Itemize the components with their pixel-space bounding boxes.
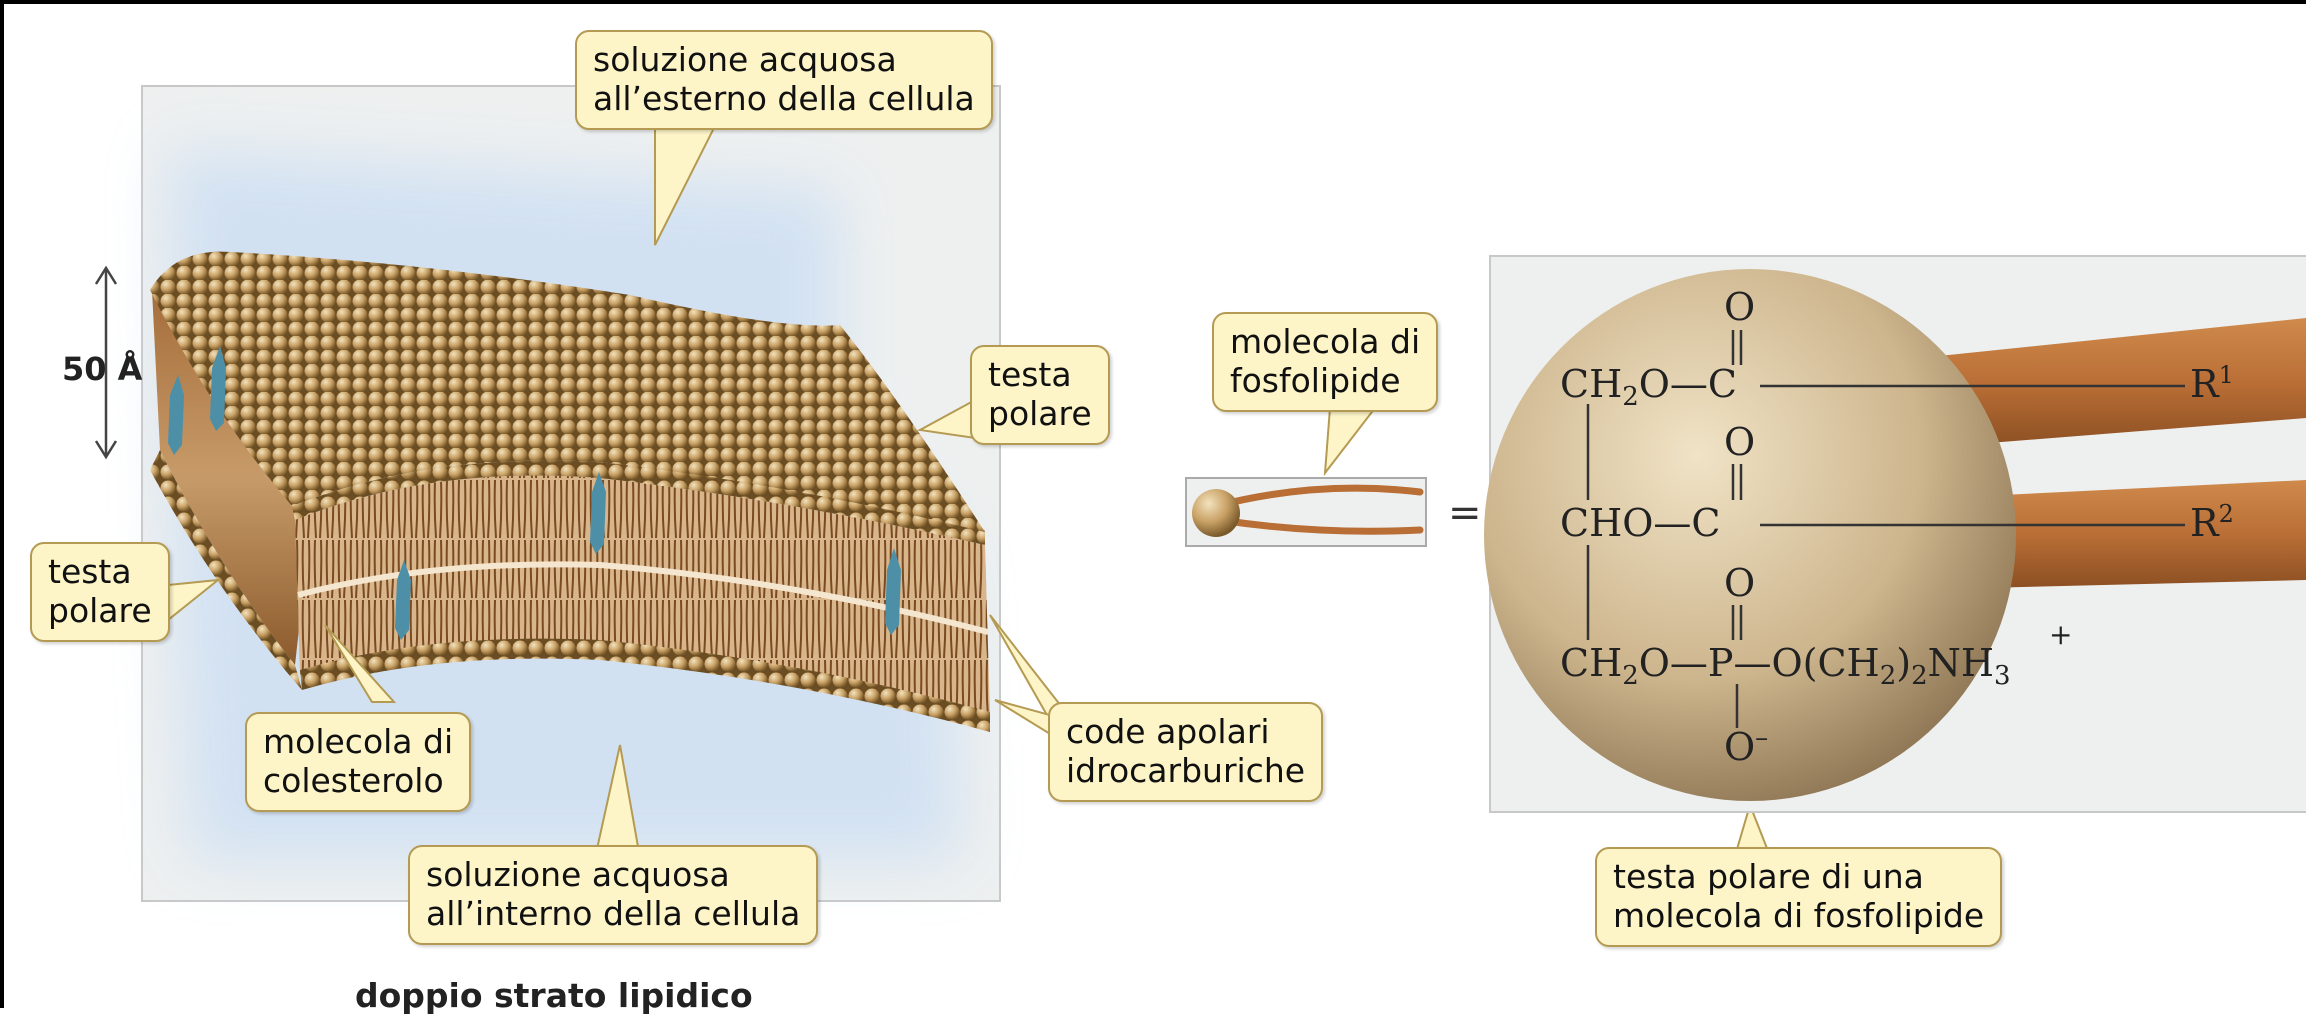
figure-caption: doppio strato lipidico: [355, 976, 753, 1015]
formula-n-charge: +: [2049, 618, 2072, 651]
callout-cholesterol: molecola di colesterolo: [245, 712, 471, 812]
callout-outside-solution: soluzione acquosa all’esterno della cell…: [575, 30, 993, 130]
formula-o-mid: O: [1724, 420, 1755, 464]
callout-inside-solution: soluzione acquosa all’interno della cell…: [408, 845, 818, 945]
callout-polar-head-molecule: testa polare di una molecola di fosfolip…: [1595, 847, 2002, 947]
formula-row1: CH2O—C: [1560, 362, 1737, 412]
callout-polar-head-left: testa polare: [30, 542, 170, 642]
callout-polar-head-right: testa polare: [970, 345, 1110, 445]
phospholipid-icon: [1186, 478, 1426, 546]
formula-o-low: O: [1724, 561, 1755, 605]
thickness-label: 50 Å: [62, 350, 142, 388]
formula-row2: CHO—C: [1560, 501, 1720, 545]
callout-apolar-tails: code apolari idrocarburiche: [1048, 702, 1323, 802]
equals-sign: =: [1448, 490, 1482, 536]
callout-phospholipid-molecule: molecola di fosfolipide: [1212, 312, 1438, 412]
formula-o-top: O: [1724, 285, 1755, 329]
